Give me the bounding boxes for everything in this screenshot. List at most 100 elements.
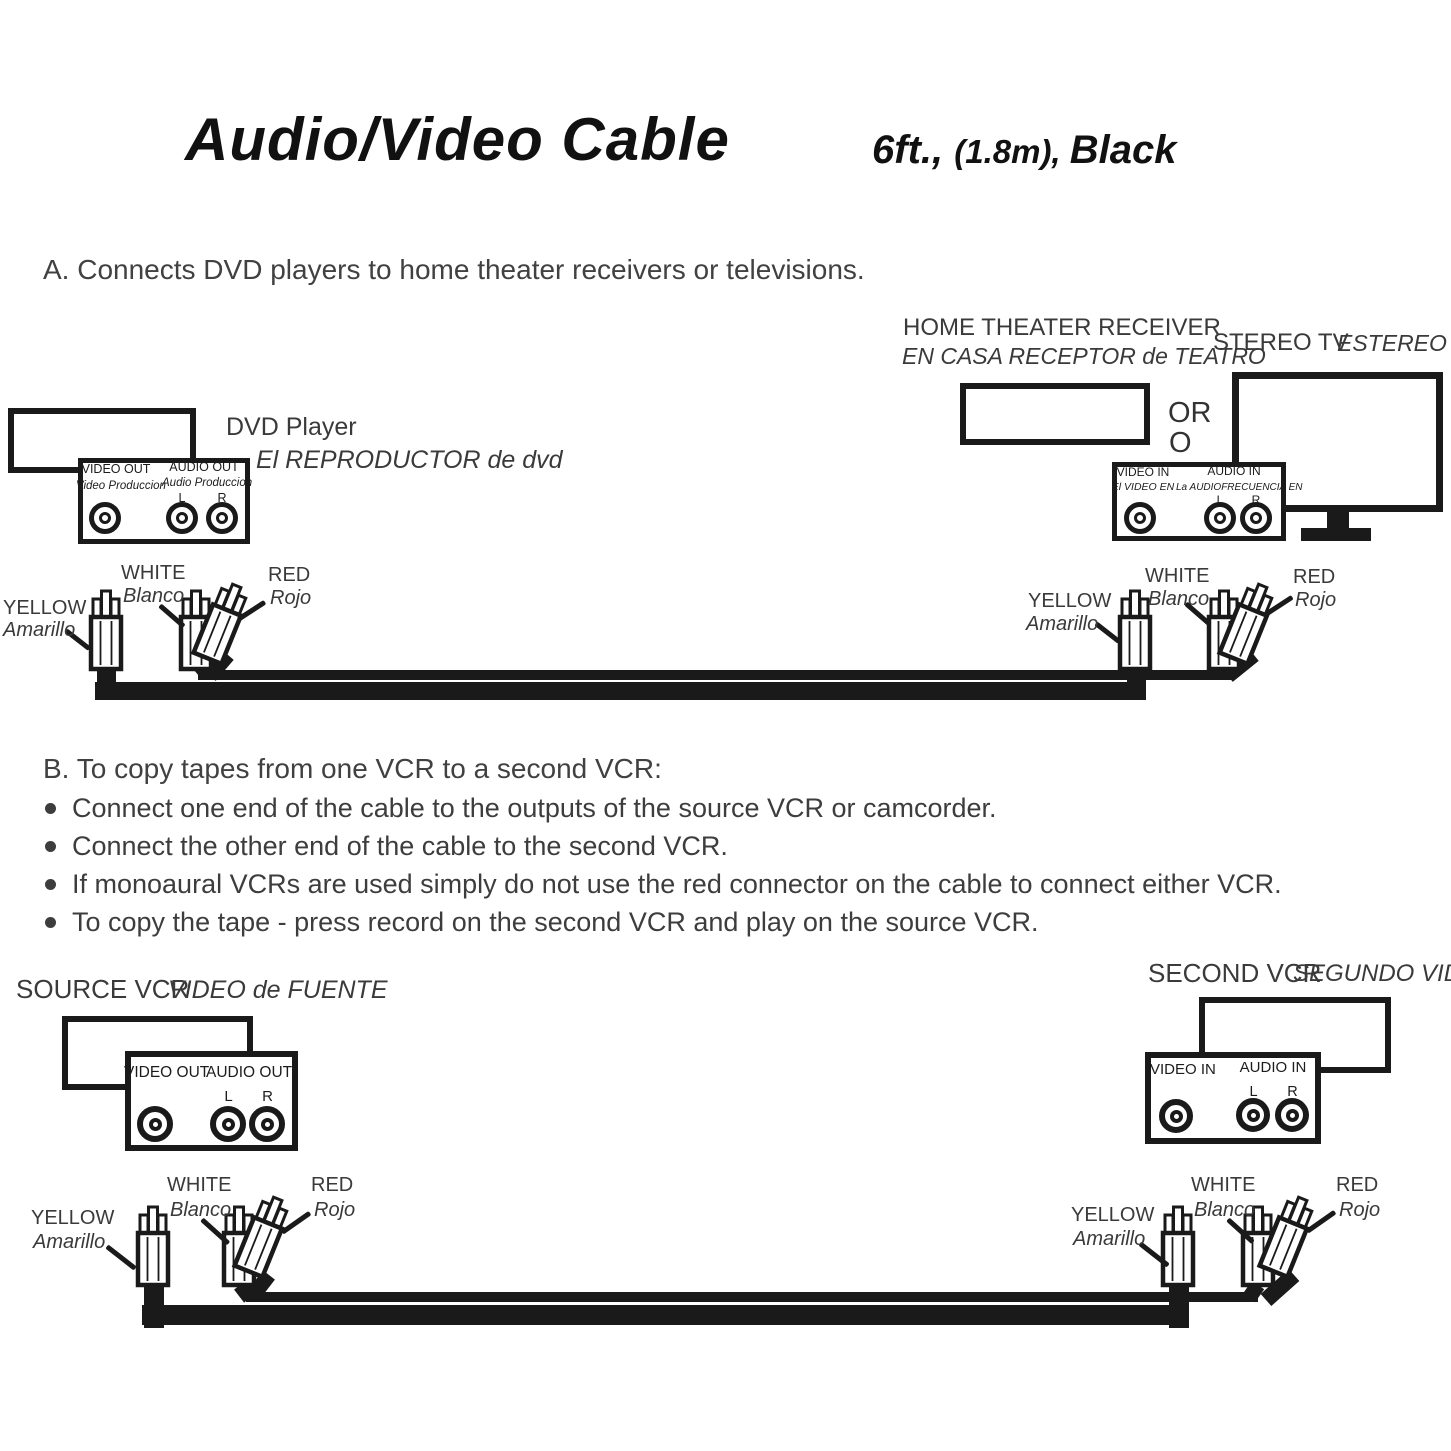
dvd-player-label-es: El REPRODUCTOR de dvd <box>256 446 563 474</box>
right-channel-label: R <box>1287 1084 1298 1100</box>
video-out-jack <box>137 1106 173 1142</box>
bullet-icon <box>45 841 56 852</box>
cable-b <box>0 1195 1451 1328</box>
second-vcr-label: SECOND VCR <box>1148 958 1322 988</box>
bullet-icon <box>45 917 56 928</box>
receiver-label: HOME THEATER RECEIVER <box>903 314 1221 341</box>
audio-in-right-jack <box>1275 1098 1309 1132</box>
video-in-label-es: El VIDEO EN <box>1111 481 1175 493</box>
red-plug-label-es: Rojo <box>270 587 312 609</box>
cable-stem <box>1127 665 1146 700</box>
left-channel-label: L <box>178 491 186 505</box>
yellow-plug-label: YELLOW <box>1028 590 1112 612</box>
right-channel-label: R <box>217 491 227 505</box>
bullet-item: If monoaural VCRs are used simply do not… <box>45 869 1282 900</box>
page-title: Audio/Video Cable <box>185 106 730 173</box>
rca-plug-yellow <box>1120 591 1150 669</box>
yellow-plug-label-es: Amarillo <box>1026 613 1099 635</box>
left-channel-label: L <box>224 1088 233 1105</box>
red-plug-label-es: Rojo <box>314 1199 356 1221</box>
cable-stem <box>246 1270 275 1302</box>
dvd-player-label: DVD Player <box>226 413 357 441</box>
receiver-label-es: EN CASA RECEPTOR de TEATRO <box>902 343 1266 369</box>
white-plug-label: WHITE <box>1191 1174 1256 1196</box>
video-in-jack <box>1159 1099 1193 1133</box>
audio-out-left-jack <box>166 502 198 534</box>
title-spec-metric: (1.8m), <box>954 133 1070 170</box>
cable-bar-thick <box>95 682 1135 700</box>
yellow-plug-label: YELLOW <box>1071 1204 1155 1226</box>
video-in-label: VIDEO IN <box>1116 465 1170 479</box>
right-channel-label: R <box>262 1088 273 1105</box>
white-plug-label-es: Blanco <box>1194 1199 1256 1221</box>
rca-plug-yellow <box>91 591 121 669</box>
cable-bar-thin <box>198 670 1235 680</box>
cable-bar-thin <box>246 1292 1258 1302</box>
tv-stand-column <box>1327 510 1349 530</box>
bullet-item: To copy the tape - press record on the s… <box>45 907 1039 938</box>
rca-plug-yellow <box>1163 1207 1193 1285</box>
red-plug-label: RED <box>1336 1174 1379 1196</box>
yellow-plug-label-es: Amarillo <box>1073 1228 1146 1250</box>
audio-out-left-jack <box>210 1106 246 1142</box>
source-vcr-label: SOURCE VCR <box>16 974 190 1004</box>
second-vcr-label-es: SEGUNDO VIDEO <box>1293 960 1451 987</box>
bullet-text: Connect one end of the cable to the outp… <box>72 793 997 823</box>
red-plug-label: RED <box>311 1174 354 1196</box>
white-plug-label-es: Blanco <box>1148 588 1210 610</box>
audio-in-label: AUDIO IN <box>1207 464 1261 478</box>
yellow-plug-label: YELLOW <box>31 1207 115 1229</box>
or-label-es: O <box>1169 427 1192 459</box>
left-channel-label: L <box>1216 493 1224 507</box>
source-vcr-label-es: VIDEO de FUENTE <box>168 976 388 1004</box>
bullet-text: If monoaural VCRs are used simply do not… <box>72 869 1282 899</box>
audio-in-right-jack <box>1240 502 1272 534</box>
section-a-heading: A. Connects DVD players to home theater … <box>43 254 865 285</box>
red-plug-label: RED <box>268 564 311 586</box>
audio-out-label-es: Audio Produccion <box>162 477 253 489</box>
bullet-text: Connect the other end of the cable to th… <box>72 831 728 861</box>
left-channel-label: L <box>1249 1084 1258 1100</box>
stereo-tv-label: STEREO TV <box>1213 329 1349 356</box>
bullet-item: Connect the other end of the cable to th… <box>45 831 728 862</box>
title-spec-length: 6ft., <box>872 128 955 172</box>
bullet-icon <box>45 879 56 890</box>
cable-stem <box>1169 1283 1189 1328</box>
title-spec-color: Black <box>1069 128 1177 172</box>
or-label: OR <box>1168 397 1212 429</box>
right-channel-label: R <box>1251 493 1261 507</box>
video-out-label-es: Video Produccion <box>76 480 166 492</box>
white-plug-label-es: Blanco <box>123 585 185 607</box>
audio-out-right-jack <box>206 502 238 534</box>
video-out-label: VIDEO OUT <box>81 462 151 476</box>
video-out-jack <box>89 502 121 534</box>
white-plug-label-es: Blanco <box>170 1199 232 1221</box>
red-plug-label-es: Rojo <box>1339 1199 1381 1221</box>
title-spec: 6ft., (1.8m), Black <box>872 128 1177 173</box>
audio-out-label: AUDIO OUT <box>169 460 239 474</box>
video-in-jack <box>1124 502 1156 534</box>
bullet-text: To copy the tape - press record on the s… <box>72 907 1039 937</box>
red-plug-label: RED <box>1293 566 1336 588</box>
video-in-label: VIDEO IN <box>1150 1061 1216 1078</box>
cable-stem <box>1260 1269 1300 1306</box>
yellow-plug-label-es: Amarillo <box>3 619 76 641</box>
bullet-item: Connect one end of the cable to the outp… <box>45 793 997 824</box>
white-plug-label: WHITE <box>121 562 186 584</box>
audio-out-right-jack <box>249 1106 285 1142</box>
audio-in-left-jack <box>1236 1098 1270 1132</box>
stereo-tv-label-es: ESTEREO <box>1337 330 1447 356</box>
tv-stand-base <box>1301 528 1371 541</box>
section-b-heading: B. To copy tapes from one VCR to a secon… <box>43 753 662 784</box>
audio-in-left-jack <box>1204 502 1236 534</box>
cable-a <box>0 570 1451 700</box>
bullet-icon <box>45 803 56 814</box>
rca-plug-yellow <box>138 1207 168 1285</box>
white-plug-label: WHITE <box>167 1174 232 1196</box>
yellow-plug-label: YELLOW <box>3 597 87 619</box>
receiver-device <box>960 383 1150 445</box>
audio-in-label-es: La AUDIOFRECUENCIA EN <box>1176 482 1303 493</box>
audio-out-label: AUDIO OUT <box>206 1064 293 1081</box>
audio-in-label: AUDIO IN <box>1239 1059 1307 1076</box>
